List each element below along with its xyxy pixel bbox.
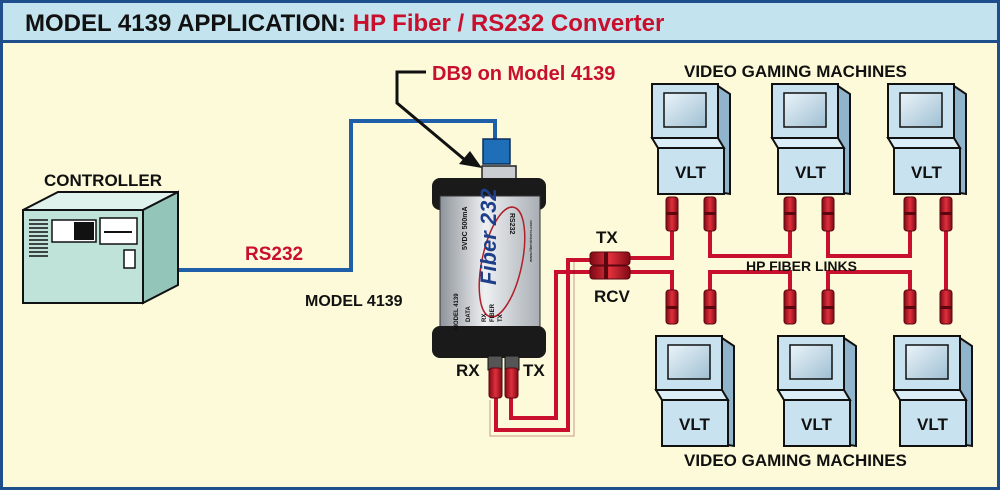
vlt-console — [770, 137, 846, 149]
tx-label: TX — [596, 228, 618, 247]
vlt-label: VLT — [679, 415, 710, 434]
fiber-rx-cable — [494, 258, 598, 432]
controller-vent-icon — [29, 219, 48, 257]
rcv-connector-horizontal — [589, 265, 631, 280]
vlt-console — [776, 389, 852, 401]
vlt-console — [886, 137, 962, 149]
vlt-base — [657, 147, 725, 195]
fiber-connector-bottom-2 — [703, 289, 717, 325]
vlt-screen — [663, 92, 707, 128]
controller-side — [142, 190, 179, 305]
vlt-base — [661, 399, 729, 447]
fiber-link-top — [628, 228, 674, 260]
vlt-screen — [789, 344, 833, 380]
vlt-label: VLT — [917, 415, 948, 434]
rs232-label: RS232 — [245, 244, 303, 265]
device-rx-label: RX — [482, 314, 488, 322]
vlt-machine-top-2: VLT — [770, 83, 851, 196]
vlt-screen — [905, 344, 949, 380]
vlt-base — [893, 147, 961, 195]
vlt-label: VLT — [911, 163, 942, 182]
vlt-machine-top-1: VLT — [650, 83, 731, 196]
device-brand: Fiber 232 — [476, 188, 501, 285]
fiber-link-bottom-3 — [826, 270, 912, 292]
vlt-machine-bottom-2: VLT — [776, 335, 857, 448]
vlt-screen — [667, 344, 711, 380]
vlt-console — [654, 389, 730, 401]
vlt-screen — [783, 92, 827, 128]
db9-callout-arrow — [395, 70, 466, 162]
vlt-base — [777, 147, 845, 195]
title-bar: MODEL 4139 APPLICATION: HP Fiber / RS232… — [3, 3, 997, 43]
fiber-connector-top-3 — [783, 196, 797, 232]
controller-label: CONTROLLER — [44, 171, 162, 190]
vlt-console — [650, 137, 726, 149]
model-4139-device: Fiber 232 5VDC 500mA RS232 MODEL 4139 DA… — [432, 165, 546, 399]
vlt-group: VLT VLT VLT VLT VLT VLT — [650, 83, 973, 448]
device-model-label: MODEL 4139 — [454, 293, 460, 330]
title-subtitle: HP Fiber / RS232 Converter — [352, 10, 665, 37]
vlt-label: VLT — [795, 163, 826, 182]
vlt-base — [899, 399, 967, 447]
fiber-tx-cable — [509, 270, 598, 420]
fiber-connector-group — [665, 196, 953, 325]
fiber-link-top-3 — [826, 228, 912, 258]
device-port-label: RS232 — [508, 213, 515, 235]
fiber-tx-cable-outline — [489, 262, 575, 437]
title-main-text: MODEL 4139 APPLICATION: — [25, 10, 353, 37]
fiber-connector-top-5 — [903, 196, 917, 232]
vlt-base — [783, 399, 851, 447]
fiber-connector-bottom-5 — [903, 289, 917, 325]
fiber-link-bottom — [628, 270, 674, 292]
gaming-machines-bottom-label: VIDEO GAMING MACHINES — [684, 451, 907, 470]
fiber-link-top-2 — [708, 228, 792, 258]
device-tx-label: TX — [498, 314, 504, 322]
vlt-machine-top-3: VLT — [886, 83, 967, 196]
db9-label: DB9 on Model 4139 — [432, 63, 615, 85]
page-title: MODEL 4139 APPLICATION: HP Fiber / RS232… — [25, 10, 664, 38]
device-tx-connector — [504, 367, 519, 399]
rcv-label: RCV — [594, 287, 631, 306]
fiber-connector-bottom-4 — [821, 289, 835, 325]
fiber-connector-bottom-3 — [783, 289, 797, 325]
controller — [22, 190, 179, 305]
device-rx-connector — [488, 367, 503, 399]
fiber-link-bottom-2 — [708, 270, 792, 292]
tx-connector-horizontal — [589, 251, 631, 266]
device-bottom-cap — [432, 326, 546, 358]
vlt-console — [892, 389, 968, 401]
model-label: MODEL 4139 — [305, 293, 403, 310]
db9-callout-arrowhead — [459, 151, 482, 168]
fiber-connector-top-1 — [665, 196, 679, 232]
vlt-machine-bottom-3: VLT — [892, 335, 973, 448]
vlt-label: VLT — [675, 163, 706, 182]
fiber-links-label: HP FIBER LINKS — [746, 258, 857, 274]
controller-drive-slot — [74, 222, 94, 240]
fiber-connector-top-4 — [821, 196, 835, 232]
fiber-connector-top-6 — [939, 196, 953, 232]
fiber-connector-top-2 — [703, 196, 717, 232]
rx-label: RX — [456, 361, 480, 380]
tx-bottom-label: TX — [523, 361, 545, 380]
gaming-machines-top-label: VIDEO GAMING MACHINES — [684, 62, 907, 81]
fiber-connector-bottom-6 — [939, 289, 953, 325]
device-web-label: www.fiberdrivers.com — [528, 220, 533, 263]
device-power-label: 5VDC 500mA — [462, 206, 469, 250]
vlt-screen — [899, 92, 943, 128]
db9-connector — [482, 138, 511, 165]
rs232-cable — [178, 119, 497, 272]
device-data-label: DATA — [466, 306, 472, 322]
vlt-label: VLT — [801, 415, 832, 434]
controller-switch — [123, 249, 136, 269]
device-brand-swoosh — [478, 206, 526, 318]
vlt-machine-bottom-1: VLT — [654, 335, 735, 448]
device-fiber-label: FIBER — [490, 303, 496, 322]
fiber-connector-bottom-1 — [665, 289, 679, 325]
